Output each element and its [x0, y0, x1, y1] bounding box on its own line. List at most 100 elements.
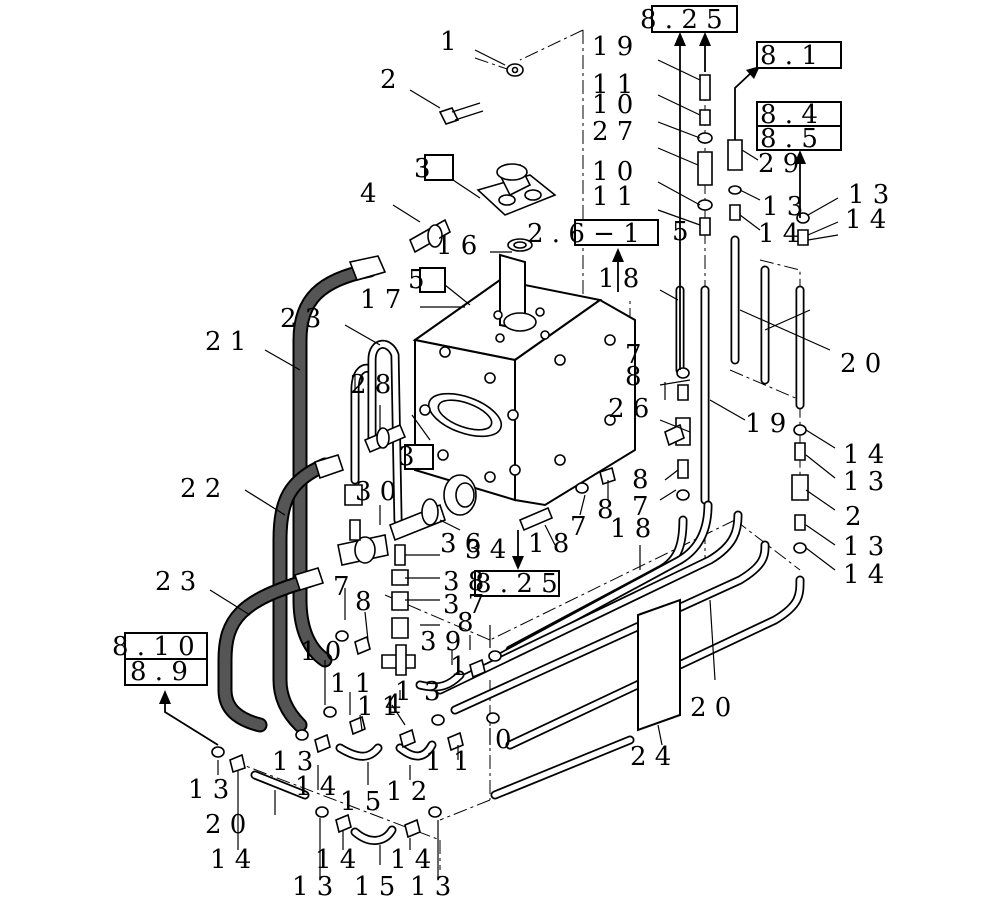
- ref-box-8-5[interactable]: [756, 125, 842, 151]
- callout-1f: 1: [450, 652, 467, 682]
- hoses: [217, 262, 403, 733]
- leader-lines: [209, 49, 839, 880]
- callout-14a: 1 4: [295, 772, 336, 802]
- callout-20a: 2 0: [205, 810, 246, 840]
- callout-11d: 1 1: [592, 182, 633, 212]
- callout-23b: 2 3: [155, 567, 196, 597]
- ref-8-25-mid-text: 8 . 2 5: [475, 569, 558, 599]
- callout-13a: 1 3: [272, 747, 313, 777]
- callout-13c: 1 3: [292, 872, 333, 902]
- ref-box-8-4[interactable]: [756, 101, 842, 127]
- pump-body: [412, 253, 636, 516]
- callout-27: 2 7: [592, 117, 633, 147]
- callout-8e: 8: [597, 495, 614, 525]
- callout-18c: 1 8: [610, 514, 651, 544]
- bottom-fittings: [211, 630, 502, 839]
- callout-34: 3 4: [465, 535, 506, 565]
- callout-8a: 8: [355, 587, 372, 617]
- callout-11b: 1 1: [357, 692, 398, 722]
- ref-box-8-25-top[interactable]: [651, 5, 738, 33]
- callout-19b: 1 9: [745, 409, 786, 439]
- callout-29: 2 9: [758, 149, 799, 179]
- callout-13g: 1 3: [843, 467, 884, 497]
- callout-numbers: 1 2 3 4 1 6 5 1 7 2 1 2 3 2 8 3 3 0 2 2 …: [155, 27, 889, 902]
- callout-4b: 4: [385, 690, 402, 720]
- top-fittings: [438, 63, 557, 252]
- callout-26: 2 6: [608, 394, 649, 424]
- part-box-3: [424, 154, 454, 181]
- callout-10a: 1 0: [300, 637, 341, 667]
- callout-8d: 8: [632, 465, 649, 495]
- callout-18a: 1 8: [598, 264, 639, 294]
- callout-14b: 1 4: [210, 845, 251, 875]
- callout-7b: 7: [625, 340, 642, 370]
- ref-8-5-text: 8 . 5: [760, 124, 818, 154]
- callout-19a: 1 9: [592, 32, 633, 62]
- callout-14h: 1 4: [843, 560, 884, 590]
- callout-1e: 1: [453, 747, 470, 777]
- callout-23a: 2 3: [280, 304, 321, 334]
- callout-14f: 1 4: [845, 205, 886, 235]
- ref-box-8-1[interactable]: [756, 41, 842, 69]
- callout-0: 0: [495, 725, 512, 755]
- callout-1c: 1: [395, 677, 412, 707]
- callout-1d: 1: [425, 747, 442, 777]
- ref-8-1-text: 8 . 1: [760, 41, 818, 71]
- callout-14e: 1 4: [758, 219, 799, 249]
- part-box-3b: [404, 444, 434, 470]
- callout-28: 2 8: [350, 370, 391, 400]
- callout-20b: 2 0: [840, 349, 881, 379]
- callout-20c: 2 0: [690, 693, 731, 723]
- callout-10c: 1 0: [592, 157, 633, 187]
- callout-13e: 1 3: [762, 192, 803, 222]
- part-box-5: [419, 267, 446, 293]
- callout-5: 5: [408, 265, 425, 295]
- ref-8-25-top-text: 8 . 2 5: [640, 5, 723, 35]
- callout-38: 3 8: [443, 567, 484, 597]
- callout-4: 4: [360, 179, 377, 209]
- ref-8-10-text: 8 . 1 0: [112, 632, 195, 662]
- callout-30: 3 0: [355, 477, 396, 507]
- callout-8b: 8: [457, 608, 474, 638]
- callout-21: 2 1: [205, 327, 246, 357]
- callout-3b: 3: [398, 442, 415, 472]
- callout-12: 1 2: [386, 777, 427, 807]
- callout-18b: 1 8: [528, 529, 569, 559]
- callout-36: 3 6: [440, 529, 481, 559]
- callout-7d: 7: [570, 512, 587, 542]
- callout-24: 2 4: [630, 742, 671, 772]
- callout-37: 3 7: [443, 590, 484, 620]
- ref-box-2-6-1[interactable]: [574, 219, 659, 246]
- ref-box-8-9[interactable]: [124, 658, 208, 686]
- callout-39: 3 9: [420, 627, 461, 657]
- callout-13h: 1 3: [843, 532, 884, 562]
- callout-11c: 1 1: [592, 70, 633, 100]
- callout-8c: 8: [625, 362, 642, 392]
- ref-box-8-25-mid[interactable]: [474, 570, 560, 597]
- callout-22: 2 2: [180, 474, 221, 504]
- connectors: [293, 218, 452, 676]
- callout-1: 1: [440, 27, 457, 57]
- callout-3c: 3: [424, 677, 441, 707]
- callout-13b: 1 3: [188, 775, 229, 805]
- callout-3: 3: [414, 154, 431, 184]
- arrows: [159, 32, 806, 746]
- callout-14c: 1 4: [315, 845, 356, 875]
- callout-10b: 1 0: [592, 90, 633, 120]
- callout-17: 1 7: [360, 285, 401, 315]
- vertical-pipes: [518, 74, 810, 554]
- ref-8-9-text: 8 . 9: [130, 657, 188, 687]
- callout-14d: 1 4: [390, 845, 431, 875]
- ref-2-6-1-text: 2 . 6 − 1: [527, 219, 640, 249]
- callout-2: 2: [380, 65, 397, 95]
- callout-15b: 1 5: [354, 872, 395, 902]
- callout-7a: 7: [333, 572, 350, 602]
- lower-pipes: [250, 500, 805, 845]
- callout-2b: 2: [845, 502, 862, 532]
- reference-boxes: 8 . 2 5 8 . 1 8 . 4 8 . 5 2 . 6 − 1 8 . …: [112, 5, 842, 687]
- callout-7c: 7: [632, 492, 649, 522]
- callout-11a: 1 1: [330, 669, 371, 699]
- callout-13f: 1 3: [848, 180, 889, 210]
- callout-16: 1 6: [436, 231, 477, 261]
